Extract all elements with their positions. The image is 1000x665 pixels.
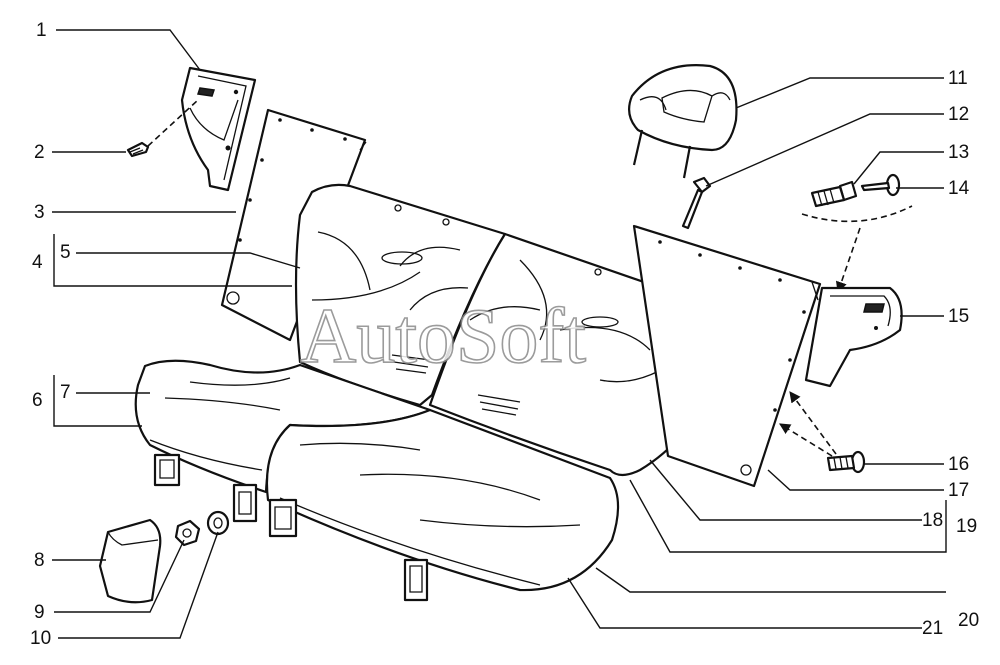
callout-2: 2 bbox=[34, 142, 45, 163]
watermark: AutoSoft bbox=[300, 292, 586, 379]
washer bbox=[206, 510, 230, 536]
callout-8: 8 bbox=[34, 550, 45, 571]
callout-4: 4 bbox=[32, 252, 43, 273]
callout-13: 13 bbox=[948, 142, 969, 163]
screw-16 bbox=[826, 450, 866, 474]
left-seat-cushion bbox=[134, 359, 432, 494]
callout-5: 5 bbox=[60, 242, 71, 263]
callout-11: 11 bbox=[948, 68, 968, 89]
callout-16: 16 bbox=[948, 454, 969, 475]
headrest-guide bbox=[681, 176, 712, 230]
fastener-dashed-arc bbox=[801, 205, 913, 223]
callout-10: 10 bbox=[30, 628, 51, 649]
callout-3: 3 bbox=[34, 202, 45, 223]
callout-19: 19 bbox=[956, 516, 977, 537]
left-backrest bbox=[294, 183, 507, 407]
callout-15: 15 bbox=[948, 306, 969, 327]
callout-9: 9 bbox=[34, 602, 45, 623]
right-hinge-cover bbox=[804, 286, 903, 388]
fastener-dashed-line bbox=[835, 227, 861, 294]
screw bbox=[126, 99, 199, 158]
callout-6: 6 bbox=[32, 390, 43, 411]
callout-14: 14 bbox=[948, 178, 970, 199]
callout-17: 17 bbox=[948, 480, 969, 501]
left-hinge-cover bbox=[180, 66, 257, 192]
end-cap bbox=[98, 518, 162, 604]
screw-14 bbox=[860, 173, 901, 197]
arrow-16-a bbox=[789, 391, 837, 455]
leader-lines bbox=[52, 29, 947, 639]
headrest bbox=[627, 64, 738, 179]
left-back-panel bbox=[220, 108, 367, 342]
callout-1: 1 bbox=[36, 20, 47, 41]
callout-7: 7 bbox=[60, 382, 71, 403]
right-back-panel bbox=[632, 224, 822, 488]
callout-12: 12 bbox=[948, 104, 969, 125]
screw-13 bbox=[810, 180, 858, 208]
brackets bbox=[232, 483, 298, 538]
nut bbox=[174, 519, 201, 547]
right-seat-cushion bbox=[265, 408, 620, 602]
arrow-16-b bbox=[779, 423, 833, 457]
callout-18: 18 bbox=[922, 510, 943, 531]
callout-numbers: 1 2 3 4 5 6 7 8 9 10 11 12 13 14 15 16 1… bbox=[30, 20, 979, 649]
callout-20: 20 bbox=[958, 610, 979, 631]
callout-21: 21 bbox=[922, 618, 943, 639]
